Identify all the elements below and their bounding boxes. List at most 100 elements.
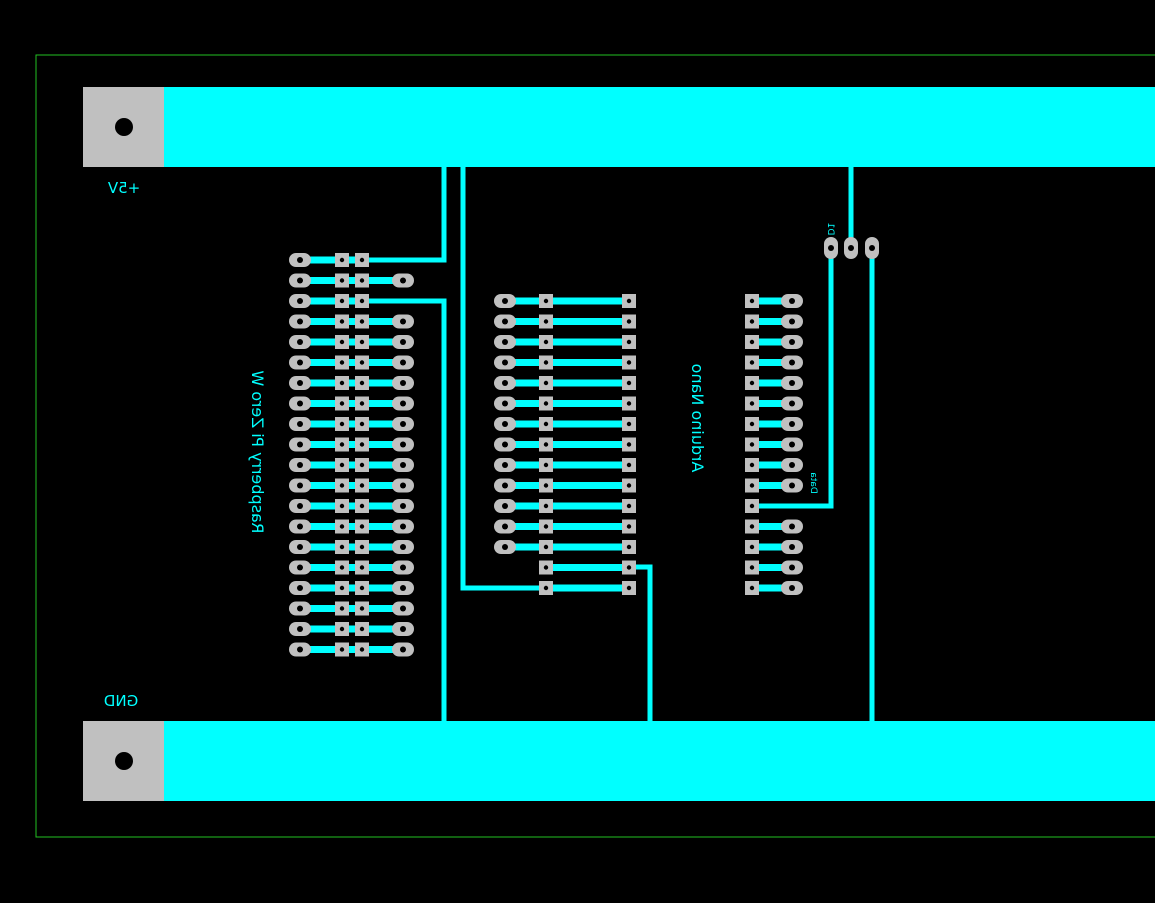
pad-drill <box>400 585 406 591</box>
pad-drill <box>626 339 632 345</box>
pad-drill <box>789 339 795 345</box>
pad-drill <box>297 421 303 427</box>
pad-drill <box>359 524 365 529</box>
pad-drill <box>502 523 508 530</box>
pad-drill <box>789 564 795 571</box>
pad-drill <box>543 360 549 365</box>
pad-drill <box>626 483 632 488</box>
pad-drill <box>400 544 406 550</box>
pad-drill <box>626 401 632 406</box>
vcc-terminal-drill <box>115 118 133 136</box>
pad-drill <box>400 523 406 530</box>
pad-drill <box>749 503 755 509</box>
pad-drill <box>339 442 345 447</box>
pad-drill <box>543 421 549 427</box>
pad-drill <box>543 442 549 447</box>
pad-drill <box>400 462 406 468</box>
pad-drill <box>297 277 303 284</box>
pad-drill <box>339 462 345 468</box>
pad-drill <box>749 483 755 488</box>
pad-drill <box>400 400 406 407</box>
pad-drill <box>297 318 303 325</box>
pad-drill <box>339 647 345 652</box>
pad-drill <box>543 544 549 550</box>
pad-drill <box>359 380 365 386</box>
silkscreen: +5V GND Raspberry Pi Zero W Arduino Nano… <box>104 179 835 710</box>
pad-drill <box>359 544 365 550</box>
pad-drill <box>502 400 508 407</box>
pad-drill <box>359 360 365 365</box>
pad-drill <box>502 380 508 386</box>
pad-drill <box>543 565 549 570</box>
pad-drill <box>359 585 365 591</box>
pad-drill <box>339 339 345 345</box>
pad-drill <box>789 380 795 386</box>
pad-drill <box>297 646 303 653</box>
pad-drill <box>359 503 365 509</box>
pad-drill <box>789 523 795 530</box>
pad-drill <box>339 380 345 386</box>
pad-drill <box>502 318 508 325</box>
pad-drill <box>626 585 632 591</box>
pad-drill <box>359 606 365 611</box>
pad-drill <box>297 339 303 345</box>
pad-drill <box>297 626 303 632</box>
pad-drill <box>339 565 345 570</box>
pad-drill <box>749 421 755 427</box>
nano-5v-trace <box>460 167 546 591</box>
pad-drill <box>626 503 632 509</box>
pad-drill <box>543 298 549 304</box>
pad-drill <box>297 380 303 386</box>
pad-drill <box>789 421 795 427</box>
pad-drill <box>339 360 345 365</box>
pad-drill <box>543 380 549 386</box>
pads <box>289 237 879 657</box>
pad-drill <box>297 564 303 571</box>
pad-drill <box>543 503 549 509</box>
pad-drill <box>626 380 632 386</box>
pad-drill <box>339 524 345 529</box>
pad-drill <box>543 401 549 406</box>
pad-drill <box>789 441 795 448</box>
pad-drill <box>339 626 345 632</box>
pad-drill <box>339 401 345 406</box>
pad-drill <box>502 441 508 448</box>
pad-drill <box>400 482 406 489</box>
pad-drill <box>359 278 365 283</box>
pad-drill <box>749 339 755 345</box>
pad-drill <box>359 647 365 652</box>
pad-drill <box>789 544 795 550</box>
pad-drill <box>789 298 795 304</box>
pad-drill <box>359 483 365 488</box>
pad-drill <box>626 462 632 468</box>
pad-drill <box>297 298 303 304</box>
pad-drill <box>297 585 303 591</box>
pad-drill <box>339 483 345 488</box>
pad-drill <box>543 319 549 324</box>
pad-drill <box>789 482 795 489</box>
pad-drill <box>749 360 755 365</box>
pad-drill <box>359 626 365 632</box>
pad-drill <box>339 421 345 427</box>
pad-drill <box>359 462 365 468</box>
pad-drill <box>339 278 345 283</box>
pad-drill <box>749 442 755 447</box>
pad-drill <box>828 245 834 251</box>
sensor-label: D1 <box>825 223 835 236</box>
pad-drill <box>789 462 795 468</box>
pad-drill <box>297 441 303 448</box>
pad-drill <box>339 257 345 263</box>
pad-drill <box>626 421 632 427</box>
data-trace <box>752 248 834 509</box>
pad-drill <box>789 400 795 407</box>
pad-drill <box>789 359 795 366</box>
pad-drill <box>502 482 508 489</box>
pad-drill <box>297 523 303 530</box>
vcc-rail <box>83 87 1155 167</box>
pad-drill <box>626 319 632 324</box>
pad-drill <box>749 544 755 550</box>
pad-drill <box>749 298 755 304</box>
pad-drill <box>339 298 345 304</box>
pad-drill <box>339 606 345 611</box>
